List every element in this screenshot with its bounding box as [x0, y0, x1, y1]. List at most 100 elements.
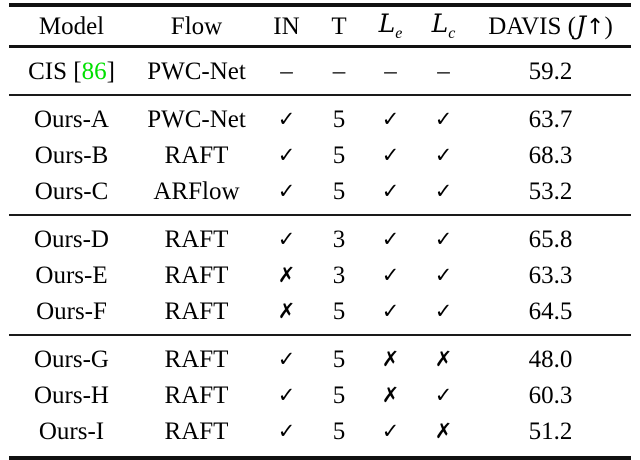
cell-t: 5	[332, 417, 346, 445]
cell-loss-c: ✓	[417, 221, 470, 257]
cell-loss-c: ✓	[417, 137, 470, 173]
cell-t: 5	[332, 177, 346, 205]
check-icon: ✓	[381, 226, 400, 251]
calligraphic-l-icon: L	[378, 8, 396, 38]
table-row: Ours-G RAFT ✓ 5 ✗ ✗ 48.0	[9, 341, 631, 377]
cell-davis: 48.0	[528, 345, 573, 373]
cell-t: 5	[332, 297, 346, 325]
cell-t: 5	[332, 345, 346, 373]
column-header-davis: DAVIS (J↑)	[470, 5, 631, 45]
cross-icon: ✗	[434, 346, 453, 371]
dash-icon: –	[332, 57, 346, 85]
column-header-loss-e: Le	[364, 5, 417, 45]
cell-flow: RAFT	[164, 381, 229, 409]
table-header-row: Model Flow IN T Le Lc DAVIS (J↑)	[9, 5, 631, 45]
cell-davis: 68.3	[528, 141, 573, 169]
cell-davis: 64.5	[528, 297, 573, 325]
cell-davis: 65.8	[528, 225, 573, 253]
cell-in: –	[259, 53, 314, 89]
cell-t: 5	[332, 141, 346, 169]
cell-loss-c: ✗	[417, 341, 470, 377]
cell-model: CIS [86]	[9, 53, 134, 89]
check-icon: ✓	[381, 262, 400, 287]
cell-flow: PWC-Net	[147, 105, 246, 133]
cell-loss-c: ✗	[417, 413, 470, 449]
table-rule-section-3	[9, 333, 631, 335]
cell-model: Ours-G	[34, 345, 109, 373]
check-icon: ✓	[381, 106, 400, 131]
check-icon: ✓	[434, 106, 453, 131]
cell-davis: 63.3	[528, 261, 573, 289]
citation-bracket-close: ]	[106, 57, 115, 85]
cell-flow: RAFT	[164, 141, 229, 169]
table-row: Ours-D RAFT ✓ 3 ✓ ✓ 65.8	[9, 221, 631, 257]
calligraphic-l-icon: L	[431, 8, 449, 38]
check-icon: ✓	[381, 418, 400, 443]
table-row: Ours-H RAFT ✓ 5 ✗ ✓ 60.3	[9, 377, 631, 413]
cell-loss-e: ✓	[364, 137, 417, 173]
cell-in: ✓	[259, 137, 314, 173]
subscript-c: c	[448, 24, 456, 42]
check-icon: ✓	[434, 298, 453, 323]
cell-davis: 63.7	[528, 105, 573, 133]
cell-in: ✓	[259, 341, 314, 377]
cell-t: 5	[332, 105, 346, 133]
cell-loss-e: ✗	[364, 341, 417, 377]
table-row: CIS [86] PWC-Net – – – – 59.2	[9, 53, 631, 89]
table-rule-section-1	[9, 93, 631, 95]
cell-loss-e: –	[364, 53, 417, 89]
cell-loss-c: –	[417, 53, 470, 89]
cell-davis: 60.3	[528, 381, 573, 409]
subscript-e: e	[395, 24, 403, 42]
davis-label: DAVIS (	[488, 13, 576, 40]
check-icon: ✓	[434, 142, 453, 167]
check-icon: ✓	[277, 346, 296, 371]
check-icon: ✓	[381, 178, 400, 203]
cell-model: Ours-I	[38, 417, 105, 445]
model-name: CIS	[28, 57, 67, 85]
cell-flow: RAFT	[164, 417, 229, 445]
cross-icon: ✗	[434, 418, 453, 443]
column-header-flow: Flow	[170, 12, 223, 40]
cell-in: ✓	[259, 377, 314, 413]
cell-davis: 59.2	[528, 57, 573, 85]
table-row: Ours-C ARFlow ✓ 5 ✓ ✓ 53.2	[9, 173, 631, 209]
cross-icon: ✗	[381, 346, 400, 371]
cell-model: Ours-A	[34, 105, 109, 133]
cell-loss-e: ✓	[364, 413, 417, 449]
cell-in: ✓	[259, 101, 314, 137]
cell-loss-e: ✗	[364, 377, 417, 413]
column-header-model: Model	[38, 12, 105, 40]
citation-number[interactable]: 86	[81, 57, 107, 85]
check-icon: ✓	[434, 226, 453, 251]
check-icon: ✓	[277, 418, 296, 443]
table-rule-section-2	[9, 213, 631, 215]
check-icon: ✓	[381, 298, 400, 323]
check-icon: ✓	[277, 382, 296, 407]
cell-in: ✗	[259, 293, 314, 329]
cell-model: Ours-C	[34, 177, 109, 205]
check-icon: ✓	[381, 142, 400, 167]
cross-icon: ✗	[381, 382, 400, 407]
arrow-up-icon: ↑	[586, 15, 605, 40]
check-icon: ✓	[434, 382, 453, 407]
table-rule-top	[9, 1, 631, 5]
check-icon: ✓	[277, 178, 296, 203]
cell-model: Ours-H	[34, 381, 109, 409]
column-header-in: IN	[273, 12, 300, 40]
cell-in: ✓	[259, 413, 314, 449]
dash-icon: –	[384, 57, 397, 85]
cell-loss-c: ✓	[417, 293, 470, 329]
cell-loss-c: ✓	[417, 101, 470, 137]
cell-t: 5	[332, 381, 346, 409]
cell-flow: RAFT	[164, 225, 229, 253]
cell-t: –	[314, 53, 364, 89]
cell-loss-e: ✓	[364, 101, 417, 137]
check-icon: ✓	[277, 142, 296, 167]
column-header-loss-c: Lc	[417, 5, 470, 45]
cross-icon: ✗	[277, 262, 296, 287]
cell-t: 3	[332, 261, 346, 289]
cell-davis: 51.2	[528, 417, 573, 445]
citation-bracket-open: [	[73, 57, 82, 85]
calligraphic-j-icon: J	[575, 11, 586, 40]
